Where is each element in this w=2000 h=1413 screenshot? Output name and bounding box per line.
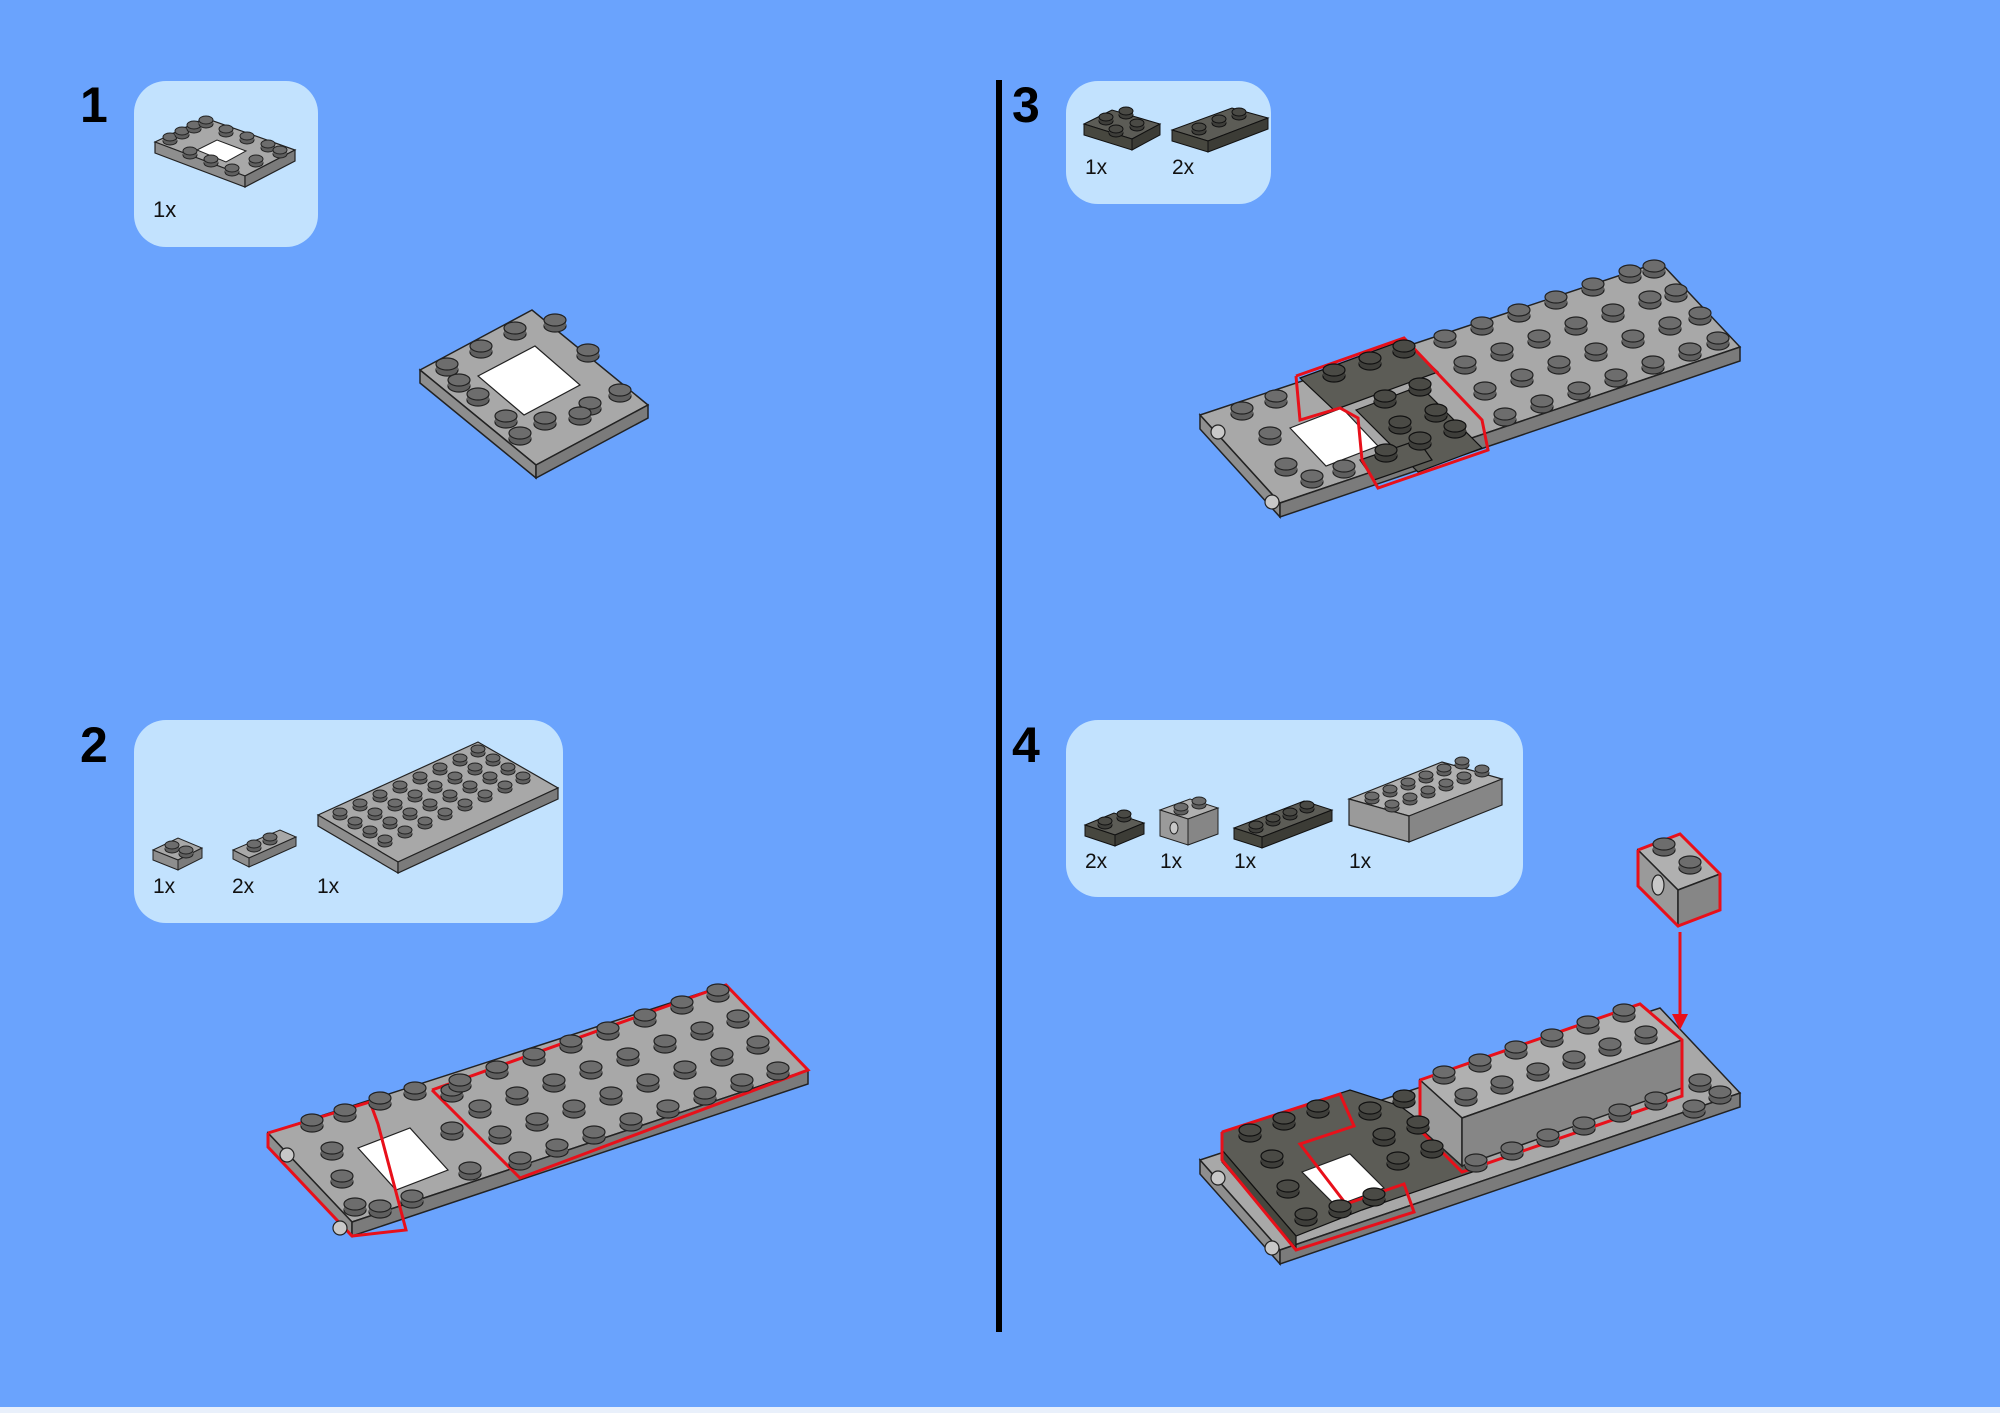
- step-4-part-1-qty: 2x: [1085, 850, 1108, 873]
- step-number-4: 4: [1012, 717, 1040, 773]
- plate-6x8-icon: [316, 741, 560, 875]
- page-bottom-strip: [0, 1407, 2000, 1413]
- step-2-part-1-qty: 1x: [153, 875, 176, 898]
- plate-1x3-dark-icon: [1170, 107, 1270, 153]
- step-3-part-1-qty: 1x: [1085, 156, 1108, 179]
- brick-2x6-icon: [1347, 756, 1504, 843]
- technic-brick-placing: [1636, 832, 1722, 928]
- step-4-assembly: [1198, 832, 1742, 1266]
- step-3-part-2-qty: 2x: [1172, 156, 1195, 179]
- plate-1x4-dark-icon: [1232, 800, 1334, 849]
- step-2-assembly: [266, 983, 811, 1238]
- step-3-assembly: [1198, 259, 1742, 519]
- parts-callout-step-3: [1066, 81, 1271, 204]
- step-4-part-2-qty: 1x: [1160, 850, 1183, 873]
- step-2-part-2-qty: 2x: [232, 875, 255, 898]
- hinge-plate-icon: [151, 837, 204, 871]
- plate-4x4-open-center-icon: [153, 115, 297, 188]
- step-2-part-3-qty: 1x: [317, 875, 340, 898]
- plate-2x2-dark-icon: [1082, 106, 1162, 151]
- plate-1x2-dark-icon: [1083, 809, 1146, 847]
- step-number-3: 3: [1012, 77, 1040, 133]
- step-4-part-3-qty: 1x: [1234, 850, 1257, 873]
- step-number-1: 1: [80, 77, 108, 133]
- page-divider: [996, 80, 1002, 1332]
- step-1-part-1-qty: 1x: [153, 197, 176, 222]
- step-1-assembly-plate: [418, 309, 650, 480]
- placement-arrowhead: [1672, 1014, 1688, 1030]
- step-number-2: 2: [80, 717, 108, 773]
- hinge-plate-pin-icon: [231, 829, 298, 868]
- step-4-part-4-qty: 1x: [1349, 850, 1372, 873]
- technic-brick-1x2-icon: [1158, 796, 1220, 846]
